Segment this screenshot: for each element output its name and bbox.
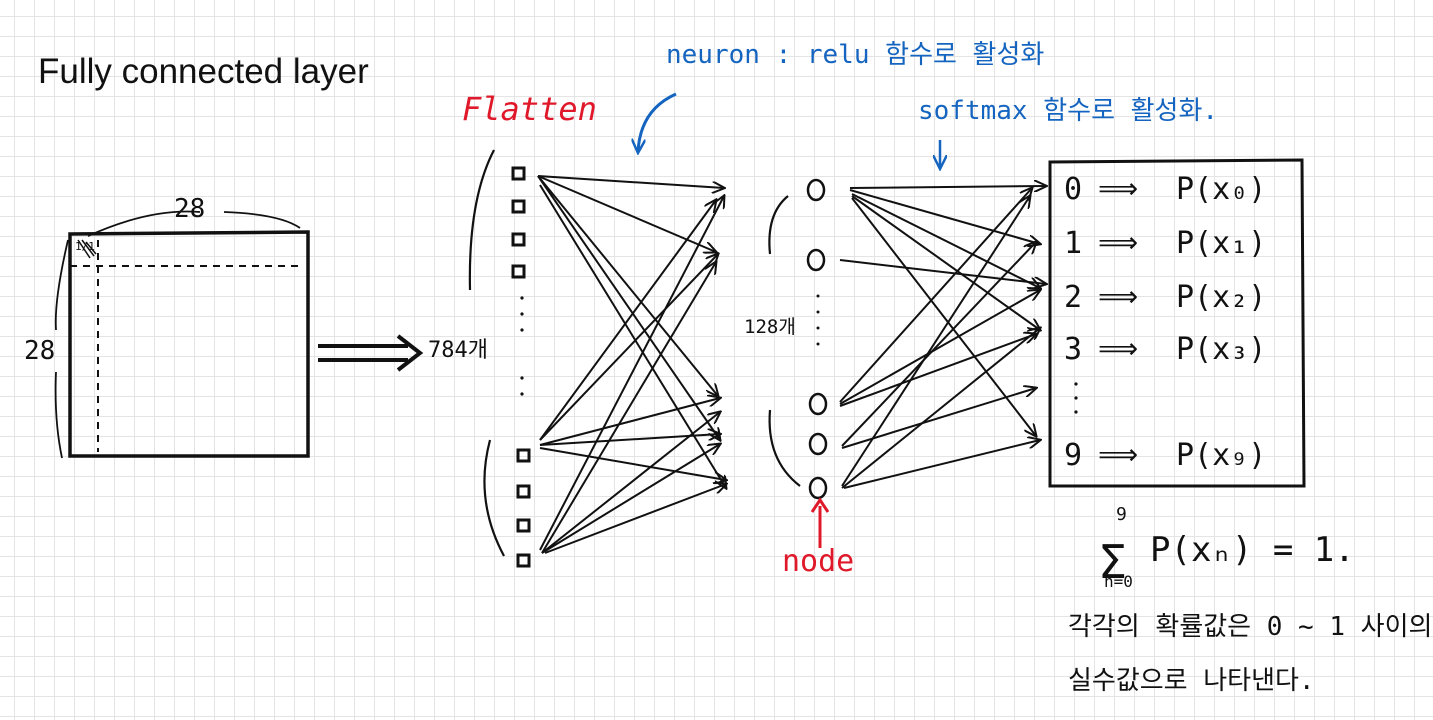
hidden-ellipsis [816,294,820,346]
probability-note-line2: 실수값으로 나타낸다. [1068,666,1315,696]
sum-formula-body: P(xₙ) = 1. [1150,530,1355,570]
hidden-node [806,248,826,272]
output-row: 0 ⟹ P(x₀) [1064,172,1294,212]
output-probability: P(x₂) [1176,280,1267,315]
flatten-node [511,232,526,247]
implies-arrow-icon: ⟹ [1098,172,1139,205]
input-height-label: 28 [24,336,56,366]
hidden-node [808,392,828,416]
output-probability: P(x₉) [1176,438,1267,473]
output-row: 3 ⟹ P(x₃) [1064,332,1294,372]
hidden-nodes [806,178,828,500]
sum-lower-limit: n=0 [1104,572,1133,591]
flatten-count-label: 784개 [428,338,488,363]
flatten-node [516,518,531,533]
hidden-node [808,476,828,500]
flatten-to-hidden-edges [537,175,726,554]
hidden-node-label: node [782,544,855,579]
implies-arrow-icon: ⟹ [1098,226,1139,259]
output-index: 1 [1064,226,1083,261]
input-image-border [68,230,310,458]
output-ellipsis [1074,382,1078,414]
hidden-node [808,432,828,456]
flatten-node [511,199,526,214]
output-index: 3 [1064,332,1083,367]
output-index: 2 [1064,280,1083,315]
output-probability: P(x₁) [1176,226,1267,261]
output-probability: P(x₀) [1176,172,1267,207]
flatten-node [516,553,531,568]
flatten-node [516,484,531,499]
node-pointer-head [810,497,830,513]
height-brace [54,239,69,459]
flatten-node [511,264,526,279]
relu-annotation-arrow [638,92,677,152]
hidden-count-label: 128개 [744,316,796,338]
flatten-label: Flatten [462,90,597,128]
softmax-annotation: softmax 함수로 활성화. [918,96,1219,126]
implies-arrow-icon: ⟹ [1098,438,1139,471]
diagram-title: Fully connected layer [38,52,369,91]
input-pixel-label: 1/1 [75,240,95,253]
flatten-node [516,448,531,463]
hidden-node [806,178,826,202]
pixel-hatching [77,239,97,259]
flatten-node [511,166,526,181]
implies-arrow-icon: ⟹ [1098,280,1139,313]
hidden-to-output-edges [839,186,1046,489]
output-box [1048,158,1306,488]
output-probability: P(x₃) [1176,332,1267,367]
output-row: 9 ⟹ P(x₉) [1064,438,1294,478]
width-brace [87,210,301,237]
input-image-grid [54,210,310,459]
output-index: 0 [1064,172,1083,207]
output-index: 9 [1064,438,1083,473]
output-row: 1 ⟹ P(x₁) [1064,226,1294,266]
flatten-bracket [468,149,505,557]
sum-sigma: Σ [1098,535,1127,589]
output-row: 2 ⟹ P(x₂) [1064,280,1294,320]
flatten-arrow [318,334,424,372]
implies-arrow-icon: ⟹ [1098,332,1139,365]
input-width-label: 28 [174,194,206,224]
hidden-bracket [768,195,801,487]
probability-note-line1: 각각의 확률값은 0 ~ 1 사이의 [1068,612,1433,642]
relu-annotation: neuron : relu 함수로 활성화 [666,40,1045,70]
flatten-ellipsis [520,296,524,396]
flatten-nodes [511,166,531,568]
sum-upper-limit: 9 [1116,504,1127,525]
